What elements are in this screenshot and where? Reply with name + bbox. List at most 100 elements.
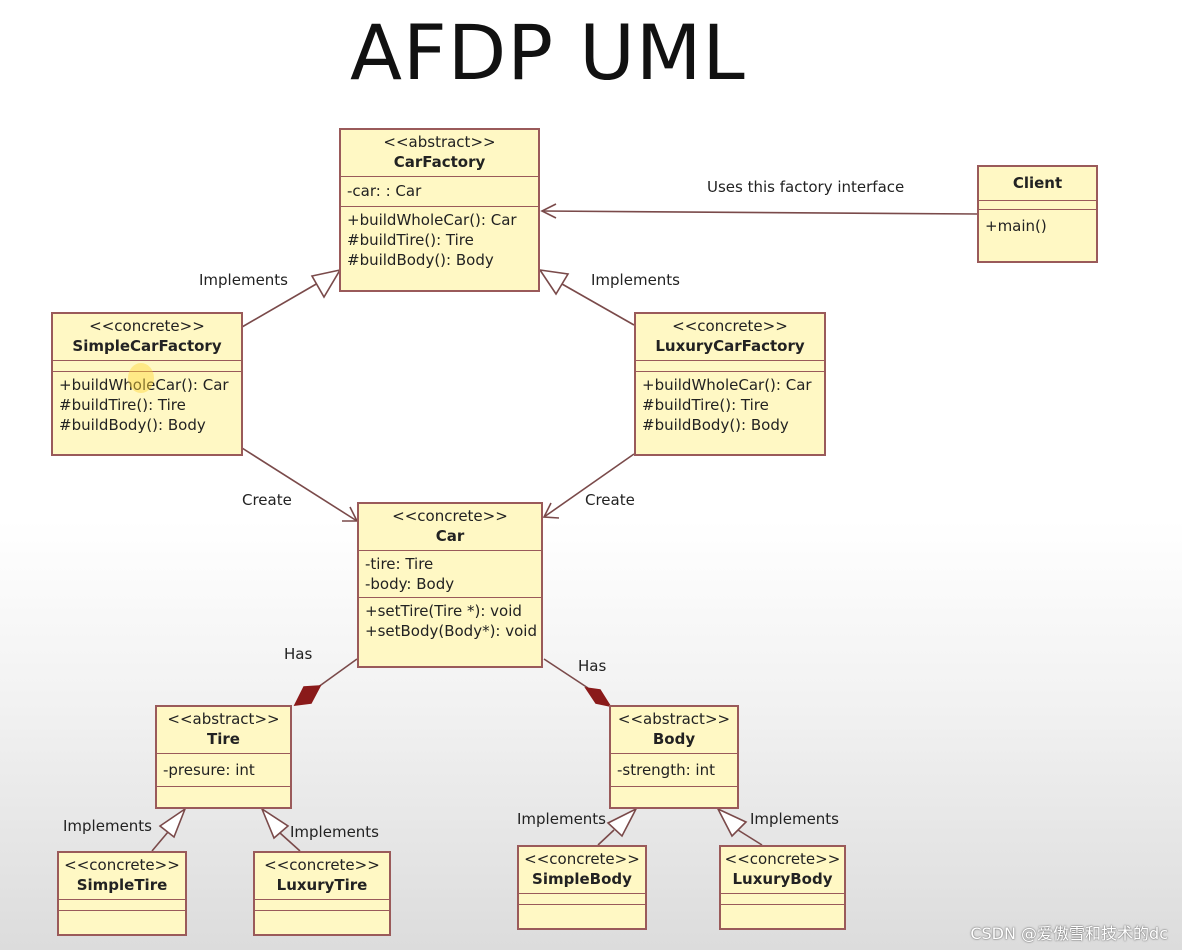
methods-section <box>721 905 844 915</box>
stereotype-label: <<concrete>> <box>392 507 508 525</box>
methods-section <box>255 911 389 921</box>
has-label-left: Has <box>284 645 313 663</box>
class-header: <<concrete>> LuxuryBody <box>721 847 844 894</box>
stereotype-label: <<concrete>> <box>724 850 841 868</box>
methods-section: +main() <box>979 210 1096 239</box>
body-impl-edge-right <box>737 829 763 846</box>
stereotype-label: <<abstract>> <box>167 710 280 728</box>
method: +setTire(Tire *): void <box>365 602 522 620</box>
attributes-section <box>636 361 824 372</box>
class-header: <<concrete>> LuxuryTire <box>255 853 389 900</box>
class-name: SimpleBody <box>532 870 632 888</box>
implements-label-left: Implements <box>199 271 288 289</box>
attributes-section: -presure: int <box>157 754 290 787</box>
attributes-section <box>979 201 1096 210</box>
class-car-factory[interactable]: <<abstract>> CarFactory -car: : Car +bui… <box>339 128 540 292</box>
class-header: Client <box>979 167 1096 201</box>
class-body[interactable]: <<abstract>> Body -strength: int <box>609 705 739 809</box>
attribute: -car: : Car <box>347 182 422 200</box>
realization-triangle-right <box>538 268 570 296</box>
tire-impl-edge-left <box>151 831 169 852</box>
class-simple-tire[interactable]: <<concrete>> SimpleTire <box>57 851 187 936</box>
attributes-section <box>255 900 389 911</box>
method: #buildTire(): Tire <box>59 396 186 414</box>
class-luxury-car-factory[interactable]: <<concrete>> LuxuryCarFactory +buildWhol… <box>634 312 826 456</box>
class-name: LuxuryBody <box>732 870 833 888</box>
stereotype-label: <<concrete>> <box>64 856 180 874</box>
watermark: CSDN @爱傲雪和技术的dc <box>970 924 1168 943</box>
class-client[interactable]: Client +main() <box>977 165 1098 263</box>
attribute: -presure: int <box>163 761 255 779</box>
methods-section: +buildWholeCar(): Car #buildTire(): Tire… <box>53 372 241 438</box>
method: +buildWholeCar(): Car <box>347 211 517 229</box>
class-tire[interactable]: <<abstract>> Tire -presure: int <box>155 705 292 809</box>
class-luxury-tire[interactable]: <<concrete>> LuxuryTire <box>253 851 391 936</box>
attributes-section: -car: : Car <box>341 177 538 207</box>
stereotype-label: <<concrete>> <box>672 317 788 335</box>
stereotype-label: <<concrete>> <box>89 317 205 335</box>
body-realization-triangle-left <box>606 807 638 838</box>
methods-section <box>611 787 737 793</box>
body-realization-triangle-right <box>716 807 748 838</box>
class-name: LuxuryTire <box>276 876 368 894</box>
class-name: Client <box>1012 174 1063 192</box>
stereotype-label: <<concrete>> <box>264 856 380 874</box>
class-name: Tire <box>207 730 240 748</box>
create-label-left: Create <box>242 491 292 509</box>
attributes-section <box>59 900 185 911</box>
attributes-section: -strength: int <box>611 754 737 787</box>
tire-impl-edge-right <box>279 832 301 852</box>
class-header: <<concrete>> SimpleBody <box>519 847 645 894</box>
implements-edge-simple <box>241 282 319 328</box>
create-edge-simple <box>241 447 358 522</box>
body-impl-label-right: Implements <box>750 810 839 828</box>
class-car[interactable]: <<concrete>> Car -tire: Tire -body: Body… <box>357 502 543 668</box>
class-header: <<concrete>> LuxuryCarFactory <box>636 314 824 361</box>
method: #buildTire(): Tire <box>347 231 474 249</box>
diagram-title: AFDP UML <box>350 8 746 97</box>
class-name: LuxuryCarFactory <box>655 337 805 355</box>
tire-realization-triangle-right <box>260 806 290 840</box>
class-name: SimpleCarFactory <box>72 337 222 355</box>
tire-impl-label-left: Implements <box>63 817 152 835</box>
class-header: <<abstract>> Body <box>611 707 737 754</box>
class-header: <<concrete>> SimpleTire <box>59 853 185 900</box>
implements-edge-luxury <box>561 283 635 326</box>
class-name: Body <box>652 730 696 748</box>
mouse-cursor-highlight <box>128 363 154 393</box>
method: +setBody(Body*): void <box>365 622 537 640</box>
create-label-right: Create <box>585 491 635 509</box>
composition-diamond-tire <box>293 685 322 706</box>
stereotype-label: <<abstract>> <box>617 710 731 728</box>
uses-arrowhead <box>540 203 557 219</box>
method: #buildBody(): Body <box>347 251 494 269</box>
method: +main() <box>985 217 1047 235</box>
create-arrowhead-right <box>542 502 560 519</box>
realization-triangle-left <box>310 268 342 299</box>
uses-edge <box>541 210 979 215</box>
method: #buildTire(): Tire <box>642 396 769 414</box>
class-name: Car <box>435 527 465 545</box>
methods-section: +buildWholeCar(): Car #buildTire(): Tire… <box>341 207 538 273</box>
class-name: CarFactory <box>393 153 486 171</box>
attributes-section <box>721 894 844 905</box>
attributes-section: -tire: Tire -body: Body <box>359 551 541 598</box>
methods-section: +setTire(Tire *): void +setBody(Body*): … <box>359 598 541 644</box>
attribute: -tire: Tire <box>365 555 434 573</box>
class-simple-body[interactable]: <<concrete>> SimpleBody <box>517 845 647 930</box>
class-luxury-body[interactable]: <<concrete>> LuxuryBody <box>719 845 846 930</box>
body-impl-label-left: Implements <box>517 810 606 828</box>
body-impl-edge-left <box>597 829 615 846</box>
has-edge-body <box>543 658 589 689</box>
stereotype-label: <<concrete>> <box>524 850 640 868</box>
methods-section <box>59 911 185 921</box>
class-simple-car-factory[interactable]: <<concrete>> SimpleCarFactory +buildWhol… <box>51 312 243 456</box>
has-edge-tire <box>313 658 358 691</box>
uses-label: Uses this factory interface <box>707 178 905 196</box>
attribute: -body: Body <box>365 575 455 593</box>
attribute: -strength: int <box>617 761 715 779</box>
attributes-section <box>519 894 645 905</box>
stereotype-label: <<abstract>> <box>383 133 496 151</box>
attributes-section <box>53 361 241 372</box>
composition-diamond-body <box>584 686 612 708</box>
